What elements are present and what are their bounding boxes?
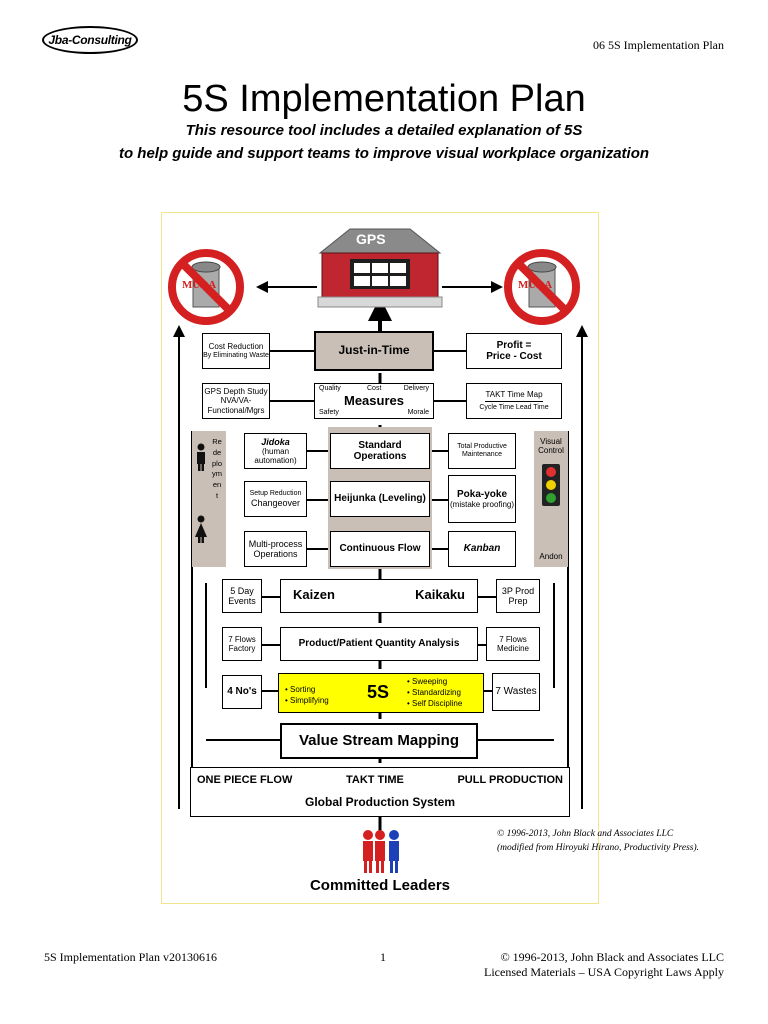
footer-copyright: © 1996-2013, John Black and Associates L… [484, 950, 724, 979]
continuous-flow-box: Continuous Flow [330, 531, 430, 567]
measures-box: Quality Cost Delivery Measures Safety Mo… [314, 383, 434, 419]
gps-building-icon [317, 228, 443, 308]
muda-no-trash-icon-right [504, 249, 580, 325]
five-s-right-list: • Sweeping • Standardizing • Self Discip… [407, 677, 463, 709]
muda-label-right: MUDA [518, 279, 553, 291]
muda-no-trash-icon-left [168, 249, 244, 325]
four-nos-box: 4 No's [222, 675, 262, 709]
seven-wastes-box: 7 Wastes [492, 673, 540, 711]
kaizen-kaikaku-box: Kaizen Kaikaku [280, 579, 478, 613]
subtitle-line-1: This resource tool includes a detailed e… [185, 122, 583, 139]
gps-label: GPS [356, 231, 386, 247]
jidoka-box: Jidoka (human automation) [244, 433, 307, 469]
quantity-analysis-box: Product/Patient Quantity Analysis [280, 627, 478, 661]
seven-flows-medicine-box: 7 Flows Medicine [486, 627, 540, 661]
committed-leaders-label: Committed Leaders [309, 877, 451, 894]
traffic-light-icon [542, 464, 560, 507]
changeover-box: Setup Reduction Changeover [244, 481, 307, 517]
kaikaku-label: Kaikaku [415, 587, 465, 602]
company-logo: Jba-Consulting [42, 26, 138, 54]
cost-reduction-box: Cost Reduction By Eliminating Waste [202, 333, 270, 369]
muda-label-left: MUDA [182, 279, 217, 291]
global-production-system-box: ONE PIECE FLOW TAKT TIME PULL PRODUCTION… [190, 767, 570, 817]
committed-leaders-icon [363, 830, 399, 873]
footer-doc-name: 5S Implementation Plan v20130616 [44, 950, 217, 964]
tpm-box: Total Productive Maintenance [448, 433, 516, 469]
multiprocess-box: Multi-process Operations [244, 531, 307, 567]
seven-flows-factory-box: 7 Flows Factory [222, 627, 262, 661]
value-stream-mapping-box: Value Stream Mapping [280, 723, 478, 759]
redeployment-label: Redeployment [212, 437, 223, 500]
kanban-box: Kanban [448, 531, 516, 567]
takt-time-map-box: TAKT Time Map Cycle Time Lead Time [466, 383, 562, 419]
profit-box: Profit = Price - Cost [466, 333, 562, 369]
house-diagram: GPS MUDA MUDA Cost Reduction By Eliminat… [161, 212, 599, 904]
standard-operations-box: Standard Operations [330, 433, 430, 469]
kaizen-label: Kaizen [293, 587, 335, 602]
heijunka-box: Heijunka (Leveling) [330, 481, 430, 517]
five-s-left-list: • Sorting • Simplifying [285, 685, 329, 706]
just-in-time-box: Just-in-Time [314, 331, 434, 371]
man-icon [197, 443, 205, 471]
pokayoke-box: Poka-yoke (mistake proofing) [448, 475, 516, 523]
diagram-copyright: © 1996-2013, John Black and Associates L… [497, 829, 700, 853]
five-s-title: 5S [367, 682, 390, 702]
five-day-events-box: 5 Day Events [222, 579, 262, 613]
gps-depth-study-box: GPS Depth Study NVA/VA- Functional/Mgrs [202, 383, 270, 419]
visual-control-pillar: Visual Control Andon [534, 431, 568, 567]
header-doc-title: 06 5S Implementation Plan [593, 38, 724, 52]
page-title: 5S Implementation Plan [182, 78, 586, 120]
subtitle-line-2: to help guide and support teams to impro… [118, 145, 650, 162]
3p-prod-prep-box: 3P Prod Prep [496, 579, 540, 613]
redeployment-pillar: Redeployment [192, 431, 226, 567]
footer-page-number: 1 [380, 950, 386, 964]
five-s-box: • Sorting • Simplifying 5S • Sweeping • … [278, 673, 484, 713]
woman-icon [195, 515, 207, 543]
